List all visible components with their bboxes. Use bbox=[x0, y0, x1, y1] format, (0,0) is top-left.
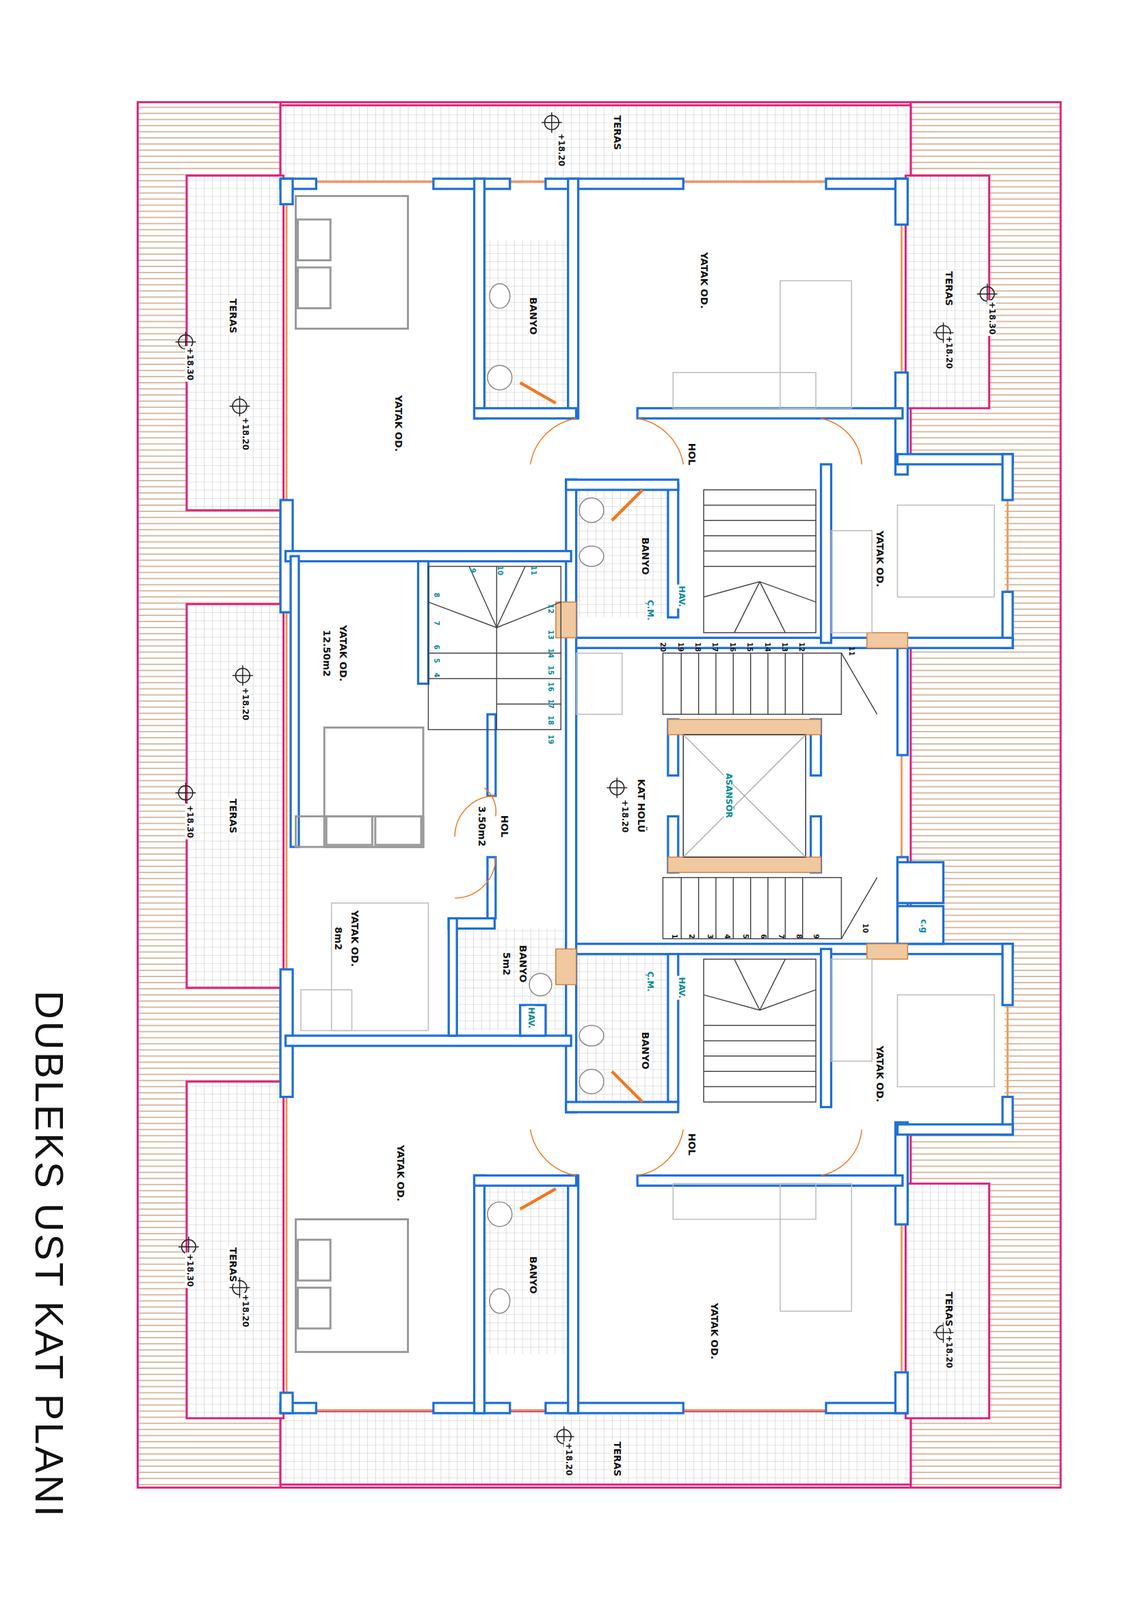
room-label: TERAS bbox=[227, 297, 238, 336]
step-number: 7 bbox=[777, 932, 785, 941]
step-number: 5 bbox=[741, 932, 750, 941]
step-number: 19 bbox=[547, 733, 555, 746]
level-mark: +18.20 bbox=[943, 1333, 953, 1369]
room-label: HOL bbox=[685, 1131, 697, 1157]
level-mark: +18.20 bbox=[563, 1440, 573, 1477]
step-number: 2 bbox=[687, 932, 696, 941]
level-mark: +18.30 bbox=[185, 346, 195, 382]
step-number: 16 bbox=[728, 640, 736, 654]
room-label: 5m2 bbox=[500, 950, 511, 977]
room-label: TERAS bbox=[611, 113, 623, 152]
room-label: 8m2 bbox=[332, 925, 343, 952]
room-label: YATAK OD. bbox=[873, 529, 885, 589]
level-mark: +18.20 bbox=[240, 1292, 249, 1328]
room-label: BANYO bbox=[527, 296, 538, 337]
step-number: 8 bbox=[794, 932, 803, 941]
step-number: 9 bbox=[812, 932, 820, 941]
room-label: YATAK OD. bbox=[394, 1143, 405, 1203]
room-label: 12.50m2 bbox=[321, 627, 332, 678]
step-number: 6 bbox=[432, 642, 441, 651]
step-number: 10 bbox=[860, 921, 869, 935]
step-number: 9 bbox=[468, 566, 476, 574]
level-mark: +18.30 bbox=[185, 803, 195, 840]
level-mark: +18.20 bbox=[619, 797, 629, 834]
step-number: 18 bbox=[694, 640, 702, 654]
room-label: BANYO bbox=[527, 1254, 538, 1296]
room-label: TERAS bbox=[227, 797, 238, 835]
step-number: 13 bbox=[547, 628, 555, 641]
step-number: 8 bbox=[432, 590, 441, 599]
room-label: TERAS bbox=[611, 1439, 623, 1478]
shaft-label: Ç.M. bbox=[644, 598, 654, 622]
shaft-label: HAV. bbox=[525, 1005, 535, 1030]
level-mark: +18.30 bbox=[986, 300, 996, 336]
step-number: 17 bbox=[711, 640, 719, 654]
step-number: 12 bbox=[797, 640, 806, 654]
step-number: 14 bbox=[547, 646, 555, 660]
level-mark: +18.20 bbox=[943, 334, 953, 370]
room-label: 3.50m2 bbox=[475, 804, 487, 848]
step-number: 18 bbox=[547, 713, 555, 727]
step-number: 1 bbox=[670, 932, 678, 941]
level-mark: +18.20 bbox=[240, 415, 249, 452]
step-number: 3 bbox=[706, 932, 714, 941]
step-number: 15 bbox=[746, 640, 754, 654]
room-label: HOL bbox=[498, 813, 509, 840]
step-number: 4 bbox=[432, 671, 441, 680]
room-label: YATAK OD. bbox=[348, 908, 359, 968]
step-number: 14 bbox=[763, 640, 771, 654]
step-number: 20 bbox=[659, 640, 667, 654]
room-label: BANYO bbox=[639, 1030, 650, 1071]
level-mark: +18.30 bbox=[185, 1252, 195, 1288]
step-number: 16 bbox=[547, 680, 555, 693]
step-number: 11 bbox=[529, 564, 538, 577]
level-mark: +18.20 bbox=[556, 131, 566, 168]
room-label: TERAS bbox=[227, 1245, 238, 1284]
room-label: KAT HOLÜ bbox=[635, 777, 646, 834]
room-label: YATAK OD. bbox=[698, 250, 709, 310]
room-label: TERAS bbox=[942, 1289, 954, 1328]
shaft-label: c.g bbox=[918, 917, 928, 935]
room-label: YATAK OD. bbox=[708, 1301, 719, 1361]
step-number: 15 bbox=[547, 663, 555, 677]
room-label: YATAK OD. bbox=[337, 622, 348, 682]
step-number: 4 bbox=[723, 932, 731, 941]
shaft-label: HAV. bbox=[676, 584, 686, 609]
shaft-label: ASANSÖR bbox=[723, 772, 733, 820]
step-number: 10 bbox=[495, 564, 504, 577]
shaft-label: Ç.M. bbox=[644, 969, 654, 993]
room-label: BANYO bbox=[516, 943, 528, 984]
room-label: HOL bbox=[685, 441, 697, 467]
level-mark: +18.20 bbox=[240, 685, 249, 722]
sheet-title: DUBLEKS UST KAT PLANI bbox=[29, 990, 70, 1519]
room-label: TERAS bbox=[942, 270, 954, 308]
room-label: BANYO bbox=[639, 535, 650, 576]
step-number: 11 bbox=[847, 644, 856, 658]
room-label: YATAK OD. bbox=[392, 393, 403, 453]
step-number: 12 bbox=[547, 602, 555, 615]
room-label: YATAK OD. bbox=[873, 1044, 885, 1103]
step-number: 7 bbox=[432, 619, 441, 628]
step-number: 6 bbox=[759, 932, 767, 941]
step-number: 19 bbox=[676, 640, 684, 654]
shaft-label: HAV. bbox=[676, 975, 686, 1000]
step-number: 5 bbox=[432, 657, 441, 665]
step-number: 13 bbox=[780, 640, 788, 654]
step-number: 17 bbox=[547, 697, 555, 710]
